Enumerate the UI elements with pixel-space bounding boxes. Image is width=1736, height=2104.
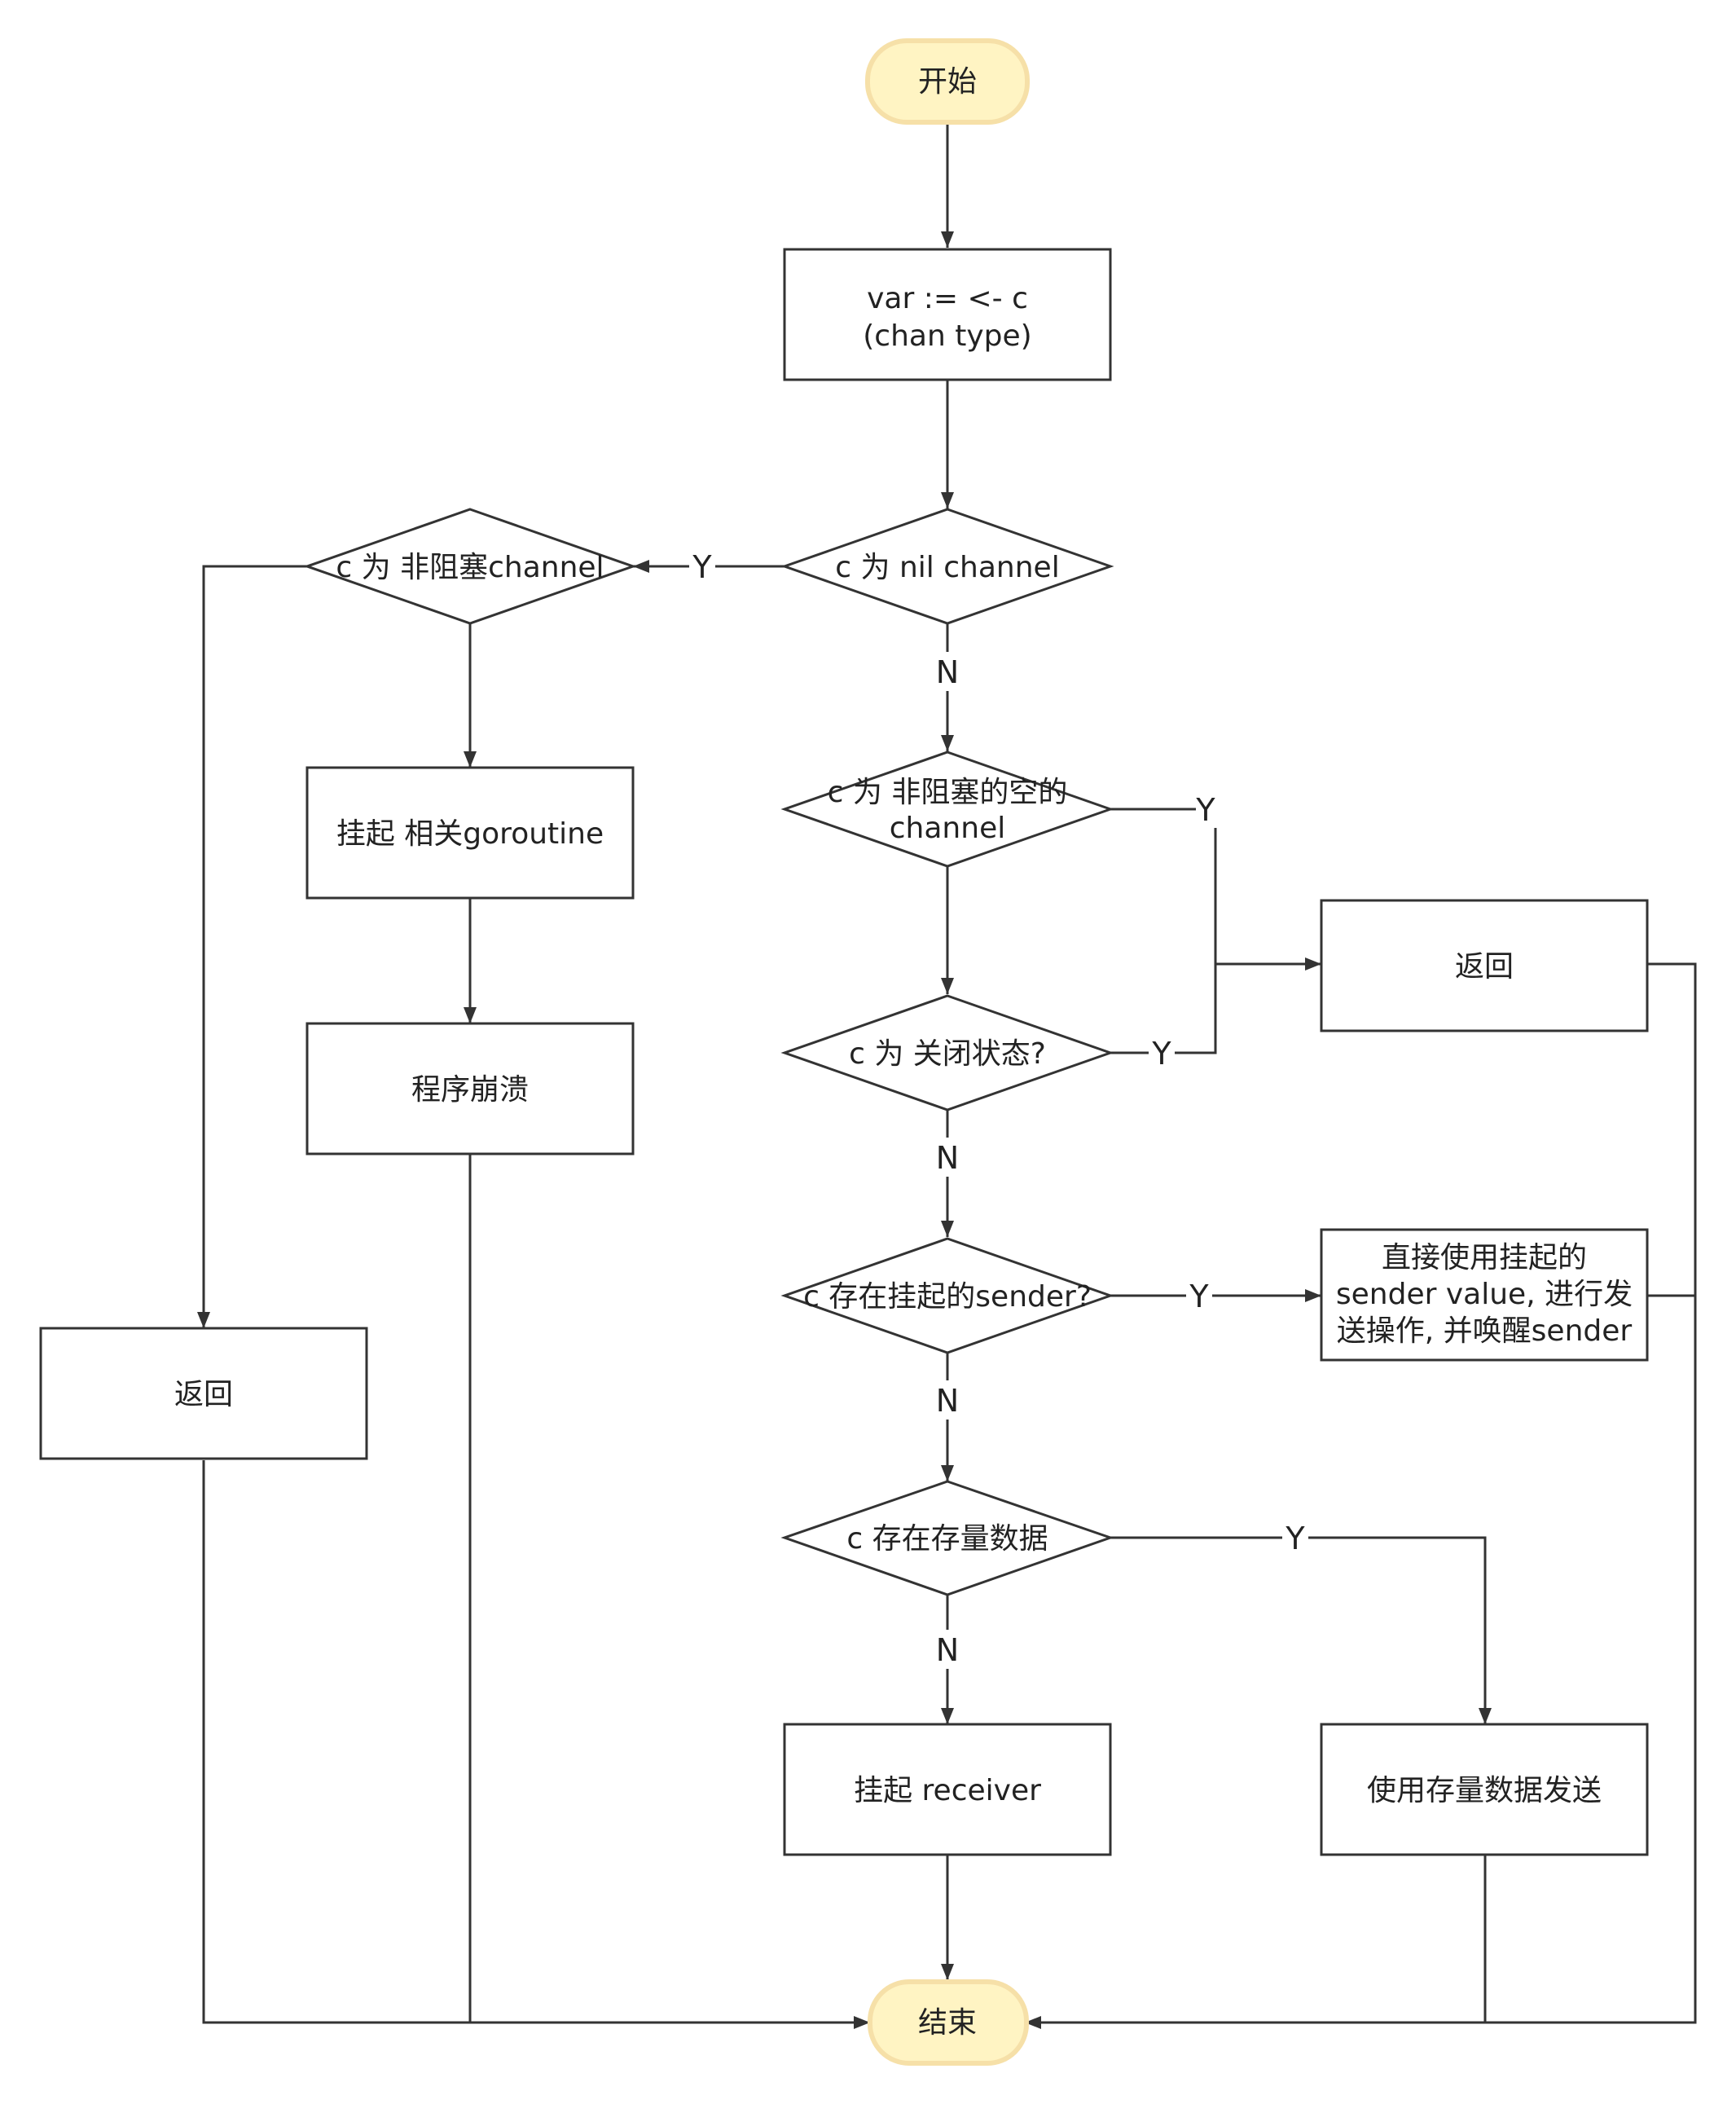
has-sender-label: c 存在挂起的sender?	[803, 1280, 1092, 1314]
return-right-label: 返回	[1455, 950, 1514, 984]
use-sender-node: 直接使用挂起的 sender value, 进行发 送操作, 并唤醒sender	[1320, 1228, 1649, 1362]
return-left-label: 返回	[174, 1378, 233, 1411]
empty-decision: c 为 非阻塞的空的 channel	[780, 750, 1114, 868]
label-yes-sender: Y	[1189, 1279, 1209, 1314]
is-nil-label: c 为 nil channel	[835, 551, 1059, 584]
edge-right-branches-to-end	[1025, 962, 1697, 2029]
use-sender-label-line1: 直接使用挂起的	[1382, 1241, 1587, 1274]
crash-node: 程序崩溃	[305, 1022, 635, 1155]
use-sender-label-line3: 送操作, 并唤醒sender	[1337, 1314, 1633, 1348]
edge-nonblocking-yes-to-return-left	[197, 565, 307, 1328]
edge-buffer-yes-to-use-buffer	[1110, 1536, 1492, 1724]
nonblocking-label: c 为 非阻塞channel	[336, 551, 604, 584]
is-nil-decision: c 为 nil channel	[780, 508, 1114, 625]
edge-labels: Y N Y Y N Y N Y N	[689, 546, 1308, 1669]
use-buffer-node: 使用存量数据发送	[1320, 1723, 1649, 1856]
edge-left-branches-to-end	[202, 1460, 870, 2029]
end-label: 结束	[918, 2006, 977, 2040]
label-no-closed: N	[936, 1140, 959, 1176]
label-no-buffer: N	[936, 1632, 959, 1668]
end-node: 结束	[868, 1979, 1029, 2066]
has-buffer-decision: c 存在存量数据	[780, 1480, 1114, 1596]
start-label: 开始	[918, 65, 977, 99]
has-sender-decision: c 存在挂起的sender?	[780, 1237, 1114, 1354]
assign-node: var := <- c (chan type)	[783, 248, 1112, 381]
suspend-receiver-node: 挂起 receiver	[783, 1723, 1112, 1856]
suspend-goroutine-node: 挂起 相关goroutine	[305, 766, 635, 900]
use-buffer-label: 使用存量数据发送	[1367, 1774, 1602, 1807]
empty-label-line1: c 为 非阻塞的空的	[828, 776, 1068, 809]
return-right-node: 返回	[1320, 899, 1649, 1032]
label-yes-closed: Y	[1151, 1036, 1171, 1072]
assign-label-line1: var := <- c	[867, 282, 1028, 315]
closed-label: c 为 关闭状态?	[849, 1037, 1046, 1071]
label-yes-empty: Y	[1195, 792, 1215, 828]
use-sender-label-line2: sender value, 进行发	[1336, 1278, 1633, 1311]
suspend-goroutine-label: 挂起 相关goroutine	[336, 817, 604, 851]
crash-label: 程序崩溃	[411, 1073, 529, 1107]
label-no-nil: N	[936, 654, 959, 690]
closed-decision: c 为 关闭状态?	[780, 994, 1114, 1111]
empty-label-line2: channel	[890, 812, 1005, 845]
label-yes-nil: Y	[692, 549, 712, 585]
label-no-sender: N	[936, 1383, 959, 1419]
has-buffer-label: c 存在存量数据	[846, 1522, 1048, 1556]
edge-closed-yes-join	[1110, 964, 1217, 1054]
suspend-receiver-label: 挂起 receiver	[854, 1774, 1041, 1807]
label-yes-buffer: Y	[1285, 1521, 1305, 1556]
nonblocking-decision: c 为 非阻塞channel	[303, 508, 637, 625]
assign-label-line2: (chan type)	[863, 319, 1031, 353]
edge-empty-yes-to-return-right	[1110, 808, 1321, 971]
start-node: 开始	[865, 38, 1030, 125]
return-left-node: 返回	[39, 1327, 368, 1460]
